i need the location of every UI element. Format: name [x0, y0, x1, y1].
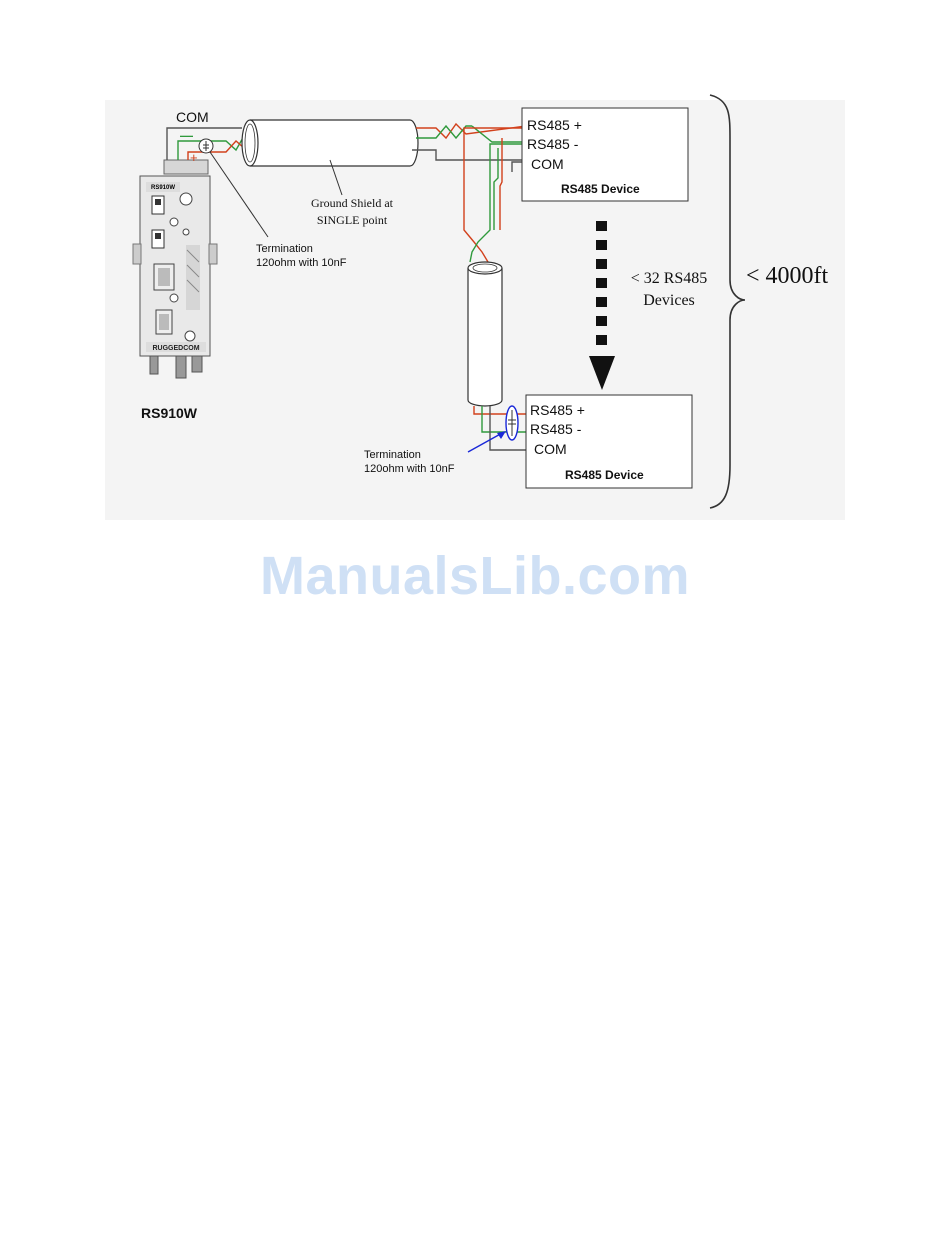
unit-brand-text: RUGGEDCOM	[152, 345, 199, 352]
device-bottom-pin-minus: RS485 -	[530, 421, 582, 437]
device-bottom-pin-plus: RS485 +	[530, 402, 585, 418]
termination-top-label-line1: Termination	[256, 243, 313, 255]
device-bottom-title: RS485 Device	[565, 468, 644, 482]
device-top-pin-minus: RS485 -	[527, 136, 579, 152]
device-bottom-pin-com: COM	[534, 441, 567, 457]
unit-terminal-block	[164, 160, 208, 174]
ground-shield-label-line2: SINGLE point	[317, 213, 388, 227]
device-top-title: RS485 Device	[561, 182, 640, 196]
rs910w-unit-image: RS910W RUGGEDCOM	[133, 176, 217, 378]
minus-sign-label: —	[180, 128, 193, 143]
plus-sign-label: +	[190, 150, 198, 165]
wiring-diagram: RS910W RUGGEDCOM	[0, 0, 950, 620]
termination-bottom-label-line2: 120ohm with 10nF	[364, 463, 455, 475]
distance-label: < 4000ft	[746, 263, 829, 289]
unit-model-text: RS910W	[151, 185, 175, 191]
devices-count-line1: < 32 RS485	[631, 270, 708, 287]
watermark: ManualsLib.com	[0, 545, 950, 607]
ground-shield-label-line1: Ground Shield at	[311, 196, 394, 210]
termination-top-resistor	[199, 139, 213, 153]
device-top-pin-com: COM	[531, 156, 564, 172]
vertical-cable	[468, 262, 502, 406]
top-cable	[242, 120, 418, 166]
termination-bottom-label-line1: Termination	[364, 449, 421, 461]
devices-count-line2: Devices	[643, 292, 695, 309]
top-com-label: COM	[176, 109, 209, 125]
rs910w-label: RS910W	[141, 405, 198, 421]
termination-top-label-line2: 120ohm with 10nF	[256, 257, 347, 269]
device-top-pin-plus: RS485 +	[527, 117, 582, 133]
termination-bottom-resistor	[506, 406, 518, 440]
